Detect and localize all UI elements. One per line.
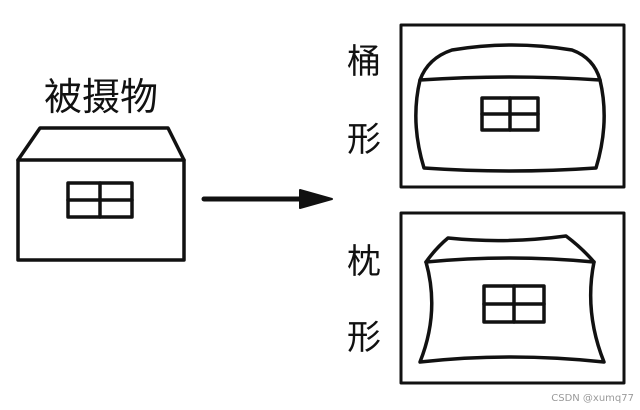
pincushion-label-char-1: 枕 [347, 242, 381, 282]
arrow-icon [201, 189, 333, 209]
pincushion-label-char-2: 形 [347, 318, 381, 358]
subject-house-icon [16, 126, 186, 262]
barrel-label-char-2: 形 [347, 120, 381, 160]
watermark: CSDN @xumq77 [551, 393, 634, 404]
pincushion-house-icon [418, 234, 606, 364]
subject-label: 被摄物 [44, 75, 159, 119]
barrel-frame [399, 23, 626, 189]
barrel-label-char-1: 桶 [347, 42, 381, 82]
pincushion-frame [399, 211, 626, 385]
barrel-house-icon [414, 43, 606, 173]
